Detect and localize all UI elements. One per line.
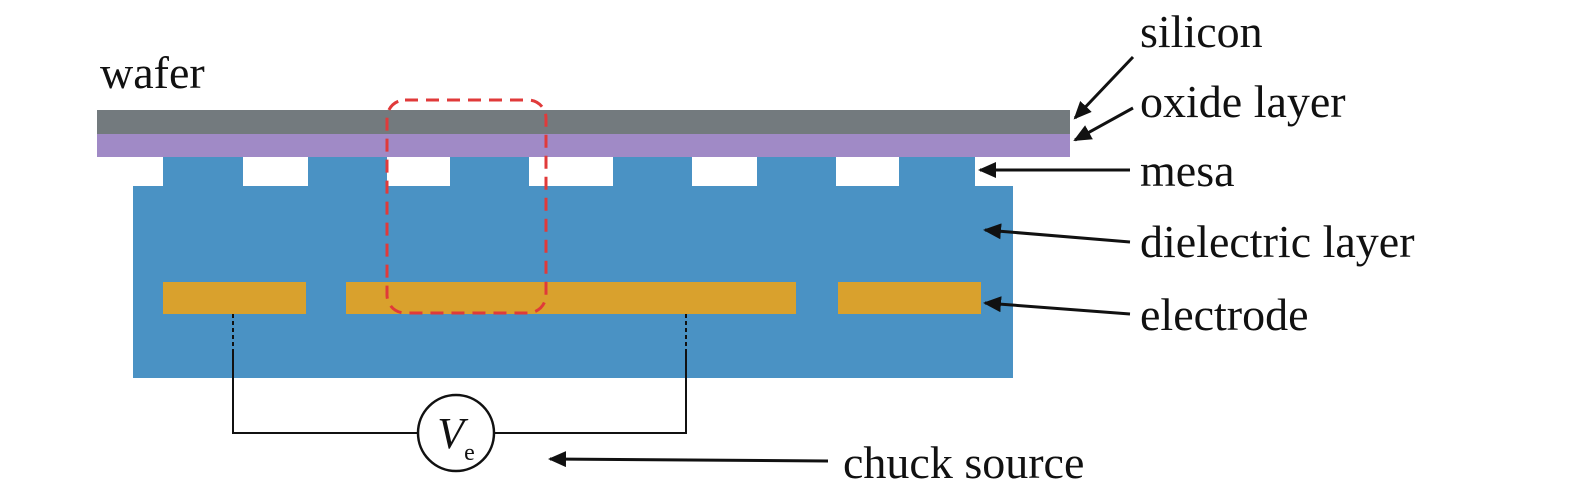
electrode-left bbox=[163, 282, 306, 314]
arrow-dielectric bbox=[983, 223, 1131, 244]
arrow-electrode bbox=[983, 296, 1131, 316]
voltage-source-label: Ve bbox=[437, 409, 475, 466]
arrow-oxide bbox=[1073, 106, 1134, 142]
label-mesa: mesa bbox=[1140, 145, 1235, 196]
chuck-source-circuit: Ve bbox=[232, 314, 687, 473]
mesa-3 bbox=[450, 152, 529, 188]
label-chuck-source: chuck source bbox=[843, 437, 1084, 488]
label-dielectric-layer: dielectric layer bbox=[1140, 216, 1415, 267]
dielectric-layer bbox=[133, 152, 1013, 378]
wire-right bbox=[494, 350, 687, 434]
mesa-6 bbox=[899, 152, 975, 188]
electrode-middle bbox=[346, 282, 796, 314]
wire-left bbox=[232, 350, 418, 434]
leader-arrows bbox=[548, 55, 1135, 468]
voltage-source-subscript: e bbox=[464, 440, 475, 466]
arrow-silicon bbox=[1073, 55, 1135, 120]
mesa-1 bbox=[163, 152, 243, 188]
mesa-5 bbox=[757, 152, 836, 188]
mesa-2 bbox=[308, 152, 387, 188]
voltage-source-main: V bbox=[437, 409, 469, 458]
label-oxide-layer: oxide layer bbox=[1140, 76, 1346, 127]
label-silicon: silicon bbox=[1140, 6, 1263, 57]
mesa-4 bbox=[613, 152, 692, 188]
oxide-layer bbox=[97, 134, 1070, 157]
silicon-layer bbox=[97, 110, 1070, 134]
label-wafer: wafer bbox=[100, 47, 205, 98]
voltage-source-symbol bbox=[416, 393, 496, 473]
arrow-chuck-source bbox=[548, 451, 829, 468]
label-electrode: electrode bbox=[1140, 289, 1309, 340]
electrode-right bbox=[838, 282, 981, 314]
highlight-region bbox=[385, 98, 548, 315]
